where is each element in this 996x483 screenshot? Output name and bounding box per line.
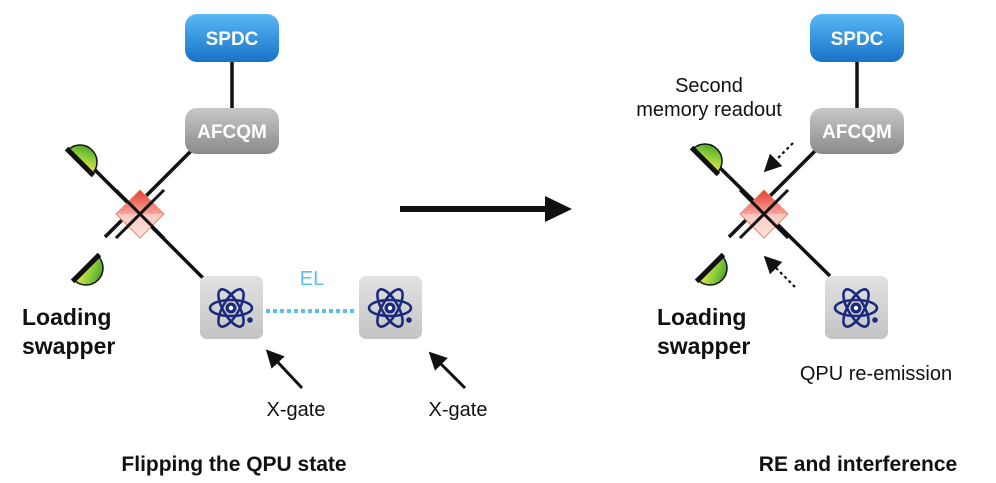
left-panel: SPDC AFCQM EL X-gate X-gate Loading swap… bbox=[22, 14, 487, 476]
right-panel: SPDC AFCQM Second memory readout Loading… bbox=[636, 14, 957, 476]
beamsplitter bbox=[738, 188, 790, 240]
transition-arrow bbox=[400, 196, 572, 222]
afcqm-label: AFCQM bbox=[822, 122, 892, 143]
qpu-reemission-label: QPU re-emission bbox=[800, 363, 952, 385]
xgate-arrow-right bbox=[428, 351, 467, 390]
spdc-label: SPDC bbox=[206, 29, 259, 50]
readout-arrow-upper bbox=[763, 142, 794, 173]
qpu-tile-left bbox=[200, 276, 263, 339]
spdc-box: SPDC bbox=[810, 14, 904, 62]
qpu-tile bbox=[825, 276, 888, 339]
afcqm-beamsplitter-path bbox=[103, 144, 198, 239]
readout-label-line1: Second bbox=[675, 75, 743, 97]
right-caption: RE and interference bbox=[759, 453, 957, 476]
detector-top bbox=[64, 144, 98, 178]
qpu-tile-right bbox=[359, 276, 422, 339]
el-label: EL bbox=[300, 268, 324, 290]
afcqm-box: AFCQM bbox=[810, 108, 904, 154]
detector-bottom bbox=[694, 252, 728, 286]
detector-top bbox=[689, 143, 723, 177]
afcqm-box: AFCQM bbox=[185, 108, 279, 154]
xgate-arrow-left bbox=[265, 349, 304, 390]
detector-bottom bbox=[70, 252, 104, 286]
afcqm-label: AFCQM bbox=[197, 122, 267, 143]
beamsplitter bbox=[114, 188, 166, 240]
loading-swapper-line2: swapper bbox=[657, 333, 750, 359]
spdc-box: SPDC bbox=[185, 14, 279, 62]
xgate-label-left: X-gate bbox=[267, 399, 326, 421]
loading-swapper-line1: Loading bbox=[22, 304, 111, 330]
xgate-label-right: X-gate bbox=[429, 399, 488, 421]
afcqm-beamsplitter-path bbox=[727, 144, 822, 239]
loading-swapper-line1: Loading bbox=[657, 304, 746, 330]
loading-swapper-line2: swapper bbox=[22, 333, 115, 359]
left-caption: Flipping the QPU state bbox=[121, 453, 346, 476]
readout-label-line2: memory readout bbox=[636, 99, 782, 121]
spdc-label: SPDC bbox=[831, 29, 884, 50]
readout-arrow-lower bbox=[763, 255, 796, 288]
